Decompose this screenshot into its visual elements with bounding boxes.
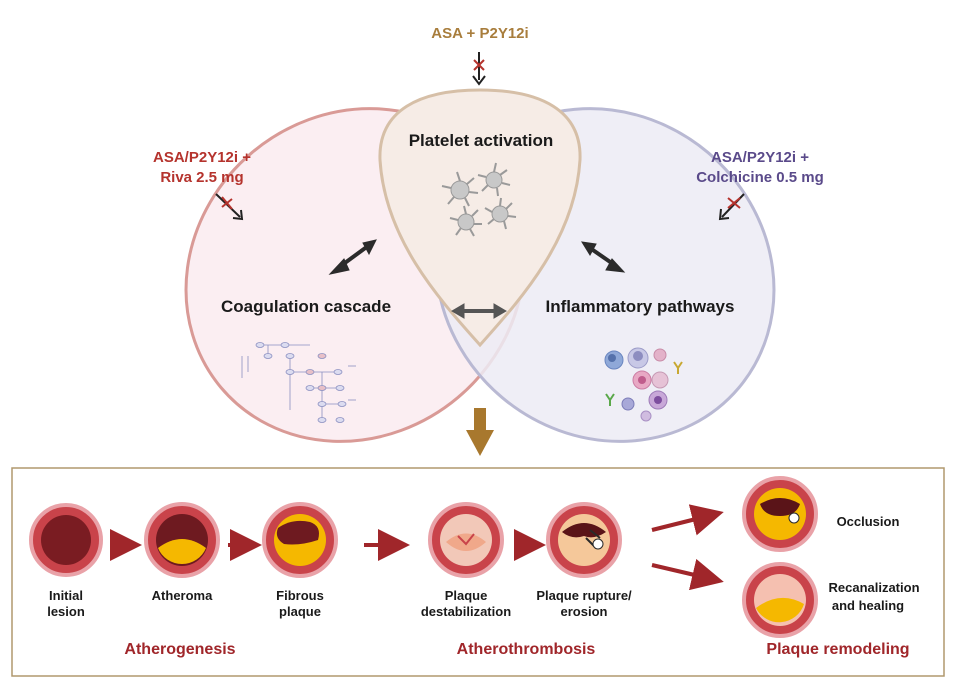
phase-plaque-remodeling: Plaque remodeling — [766, 641, 909, 658]
stage-label-rupture-2: erosion — [561, 604, 608, 619]
top-drug-inhibition-arrow — [472, 52, 486, 86]
right-drug-line2: Colchicine 0.5 mg — [696, 169, 824, 186]
vessel-atheroma — [144, 502, 220, 578]
right-drug-line1: ASA/P2Y12i + — [711, 149, 809, 166]
left-drug-line1: ASA/P2Y12i + — [153, 149, 251, 166]
platelet-lens — [378, 88, 582, 348]
left-drug-line2: Riva 2.5 mg — [160, 169, 243, 186]
double-arrow-coagulation-platelet — [328, 239, 377, 275]
inflammatory-pathways-label: Inflammatory pathways — [546, 297, 735, 316]
stage-label-initial-2: lesion — [47, 604, 85, 619]
phase-atherogenesis: Atherogenesis — [124, 641, 235, 658]
vessel-plaque-destabilization — [428, 502, 504, 578]
down-arrow — [466, 408, 494, 456]
vessel-occlusion — [742, 476, 818, 552]
double-arrow-platelet-inflammatory — [581, 241, 626, 273]
stage-label-destab-2: destabilization — [421, 604, 511, 619]
stage-label-initial-1: Initial — [49, 588, 83, 603]
coagulation-cascade-icon — [241, 342, 356, 423]
top-drug-label: ASA + P2Y12i — [431, 25, 528, 42]
vessel-initial-lesion — [29, 503, 103, 577]
stage-label-destab-1: Plaque — [445, 588, 488, 603]
platelet-activation-label: Platelet activation — [409, 131, 554, 150]
platelet-cluster-icon — [441, 162, 517, 237]
double-arrow-coagulation-inflammatory — [451, 303, 507, 319]
stage-label-occlusion: Occlusion — [837, 514, 900, 529]
stage-label-recanal-2: and healing — [832, 598, 904, 613]
phase-atherothrombosis: Atherothrombosis — [457, 641, 596, 658]
stage-label-recanal-1: Recanalization — [828, 580, 919, 595]
vessel-recanalization — [742, 562, 818, 638]
vessel-plaque-rupture — [546, 502, 622, 578]
right-drug-inhibition-arrow — [718, 193, 745, 221]
stage-label-atheroma: Atheroma — [152, 588, 213, 603]
stage-label-fibrous-2: plaque — [279, 604, 321, 619]
vessel-fibrous-plaque — [262, 502, 338, 578]
progression-arrows — [110, 504, 724, 591]
left-drug-inhibition-arrow — [215, 193, 244, 221]
stage-label-fibrous-1: Fibrous — [276, 588, 324, 603]
stage-label-rupture-1: Plaque rupture/ — [536, 588, 632, 603]
inflammatory-cells-icon — [604, 347, 683, 422]
coagulation-cascade-label: Coagulation cascade — [221, 297, 391, 316]
